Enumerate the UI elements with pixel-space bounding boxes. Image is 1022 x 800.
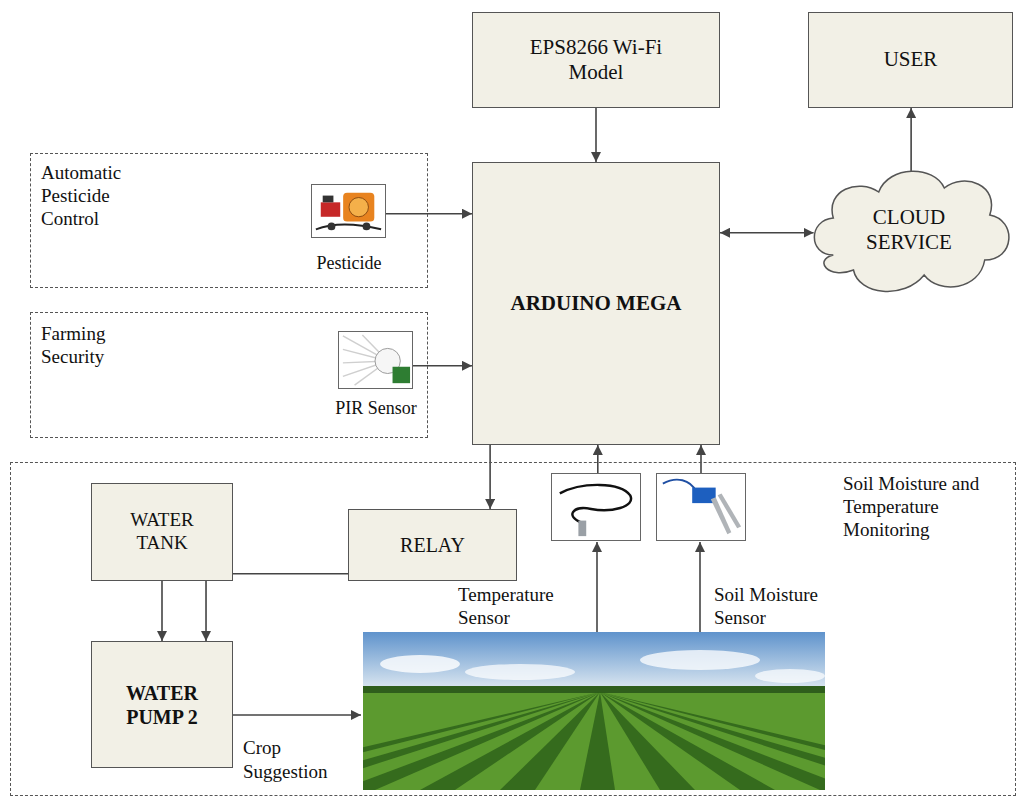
- part-label: Pesticide: [309, 253, 389, 275]
- box-label: USER: [884, 47, 938, 72]
- line-part: [699, 542, 701, 632]
- polygon-part: [363, 692, 600, 790]
- rect-part: [323, 196, 334, 203]
- path-part: [560, 485, 631, 523]
- path-part: [663, 480, 696, 492]
- svg-part: [312, 185, 385, 237]
- module-box: EPS8266 Wi-Fi Model: [472, 12, 720, 108]
- connector-arrow: [489, 445, 491, 509]
- connector-arrow: [386, 213, 472, 215]
- group-region: WATER TANKRELAYTemperature SensorSoil Mo…: [10, 462, 1016, 796]
- group-title: Automatic Pesticide Control: [41, 162, 151, 230]
- connector-arrow: [910, 108, 912, 171]
- ellipse-part: [755, 669, 825, 683]
- path-part: [316, 224, 381, 229]
- svg-part: [339, 332, 412, 388]
- rect-part: [363, 686, 825, 693]
- sprayer-picture: Pesticide: [311, 184, 386, 238]
- box-label: WATER TANK: [117, 509, 207, 555]
- node-picture: [657, 474, 745, 540]
- pump-box: WATER PUMP 2: [91, 641, 233, 768]
- box-label: RELAY: [400, 533, 465, 557]
- rect-part: [578, 521, 586, 537]
- sensor-picture: Soil Moisture Sensor: [656, 473, 746, 541]
- connector-arrow: [720, 232, 814, 234]
- cloud-shape: CLOUD SERVICE: [803, 160, 1015, 300]
- g-part: [363, 692, 825, 790]
- tank-box: WATER TANK: [91, 483, 233, 581]
- circle-part: [363, 223, 371, 231]
- rect-part: [363, 632, 825, 692]
- connector-arrow: [700, 445, 702, 473]
- path-part: [718, 493, 741, 528]
- flow-label: Crop Suggestion: [243, 736, 348, 784]
- group-region: PIR Sensor Farming Security: [30, 312, 428, 438]
- box-label: WATER PUMP 2: [117, 681, 207, 729]
- line-part: [596, 542, 598, 632]
- circle-part: [349, 198, 368, 217]
- path-part: [711, 497, 732, 534]
- svg-part: [657, 474, 745, 540]
- relay-box: RELAY: [348, 509, 517, 581]
- ellipse-part: [465, 664, 575, 680]
- sensor-picture: PIR Sensor: [338, 331, 413, 389]
- connector-arrow: [595, 108, 597, 162]
- group-region: Pesticide Automatic Pesticide Control: [30, 153, 428, 288]
- controller-box: ARDUINO MEGA: [472, 162, 720, 445]
- group-title: Farming Security: [41, 323, 151, 369]
- rect-part: [343, 193, 374, 222]
- box-label: CLOUD SERVICE: [844, 205, 974, 255]
- svg-part: [552, 474, 640, 540]
- circle-part: [328, 223, 336, 231]
- polygon-part: [363, 692, 600, 790]
- polygon-part: [420, 692, 600, 790]
- node-picture: [339, 332, 412, 388]
- node-picture: [312, 185, 385, 237]
- part-label: Soil Moisture Sensor: [714, 584, 854, 630]
- group-title: Soil Moisture and Temperature Monitoring: [843, 473, 1015, 541]
- user-box: USER: [808, 12, 1013, 108]
- sensor-picture: Temperature Sensor: [551, 473, 641, 541]
- line-part: [232, 714, 361, 716]
- polygon-part: [600, 692, 775, 790]
- connector-arrow: [161, 581, 163, 641]
- part-label: Temperature Sensor: [458, 584, 588, 630]
- connector-arrow: [413, 365, 472, 367]
- box-label: EPS8266 Wi-Fi Model: [511, 35, 681, 85]
- connector-arrow: [597, 445, 599, 473]
- ellipse-part: [640, 650, 760, 670]
- polygon-part: [600, 692, 825, 790]
- rect-part: [321, 202, 340, 216]
- part-label: PIR Sensor: [320, 398, 432, 420]
- connector-arrow: [206, 574, 348, 641]
- node-picture: [552, 474, 640, 540]
- crop-field-picture: [363, 632, 825, 790]
- ellipse-part: [380, 655, 460, 673]
- box-label: ARDUINO MEGA: [511, 291, 682, 316]
- polygon-part: [363, 692, 600, 790]
- path-part: [814, 171, 1009, 291]
- rect-part: [393, 367, 411, 383]
